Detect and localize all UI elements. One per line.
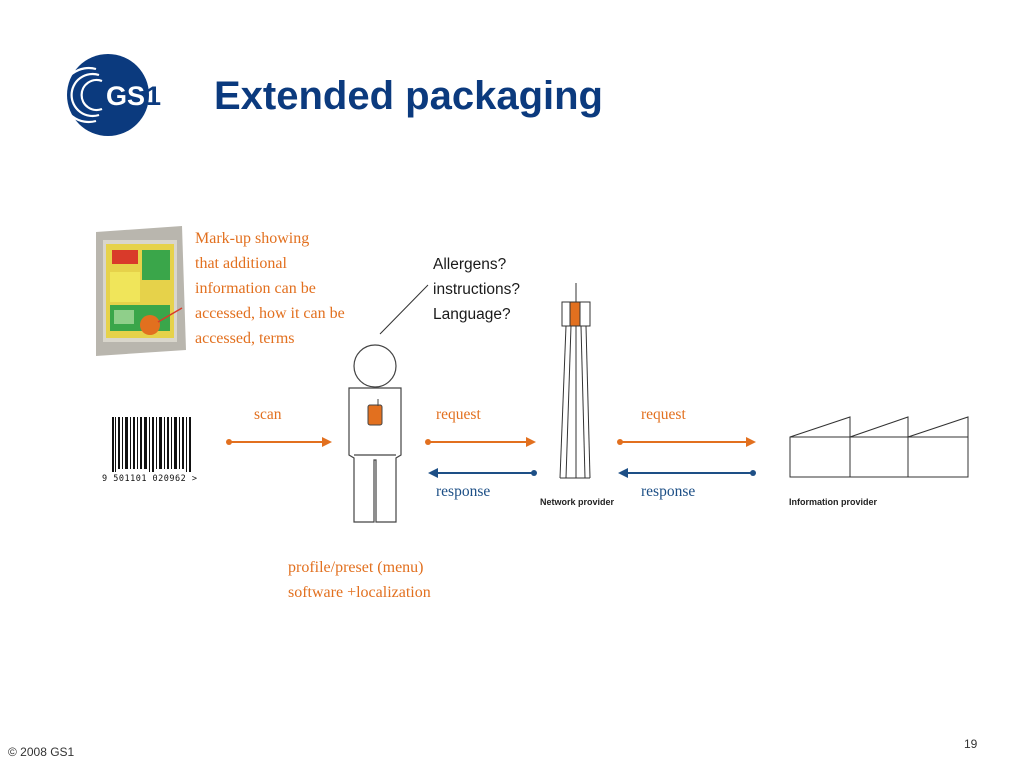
markup-note-line: information can be: [195, 280, 316, 297]
gs1-logo-text: GS: [106, 81, 145, 111]
request-label-2: request: [641, 406, 686, 423]
profile-note-line: profile/preset (menu): [288, 559, 424, 576]
question-allergens: Allergens?: [433, 256, 507, 273]
markup-note-line: Mark-up showing: [195, 230, 310, 247]
response-arrow-2: [618, 468, 756, 478]
markup-note-line: that additional: [195, 255, 287, 272]
request-arrow-2: [617, 437, 756, 447]
response-label-1: response: [436, 483, 491, 500]
page-number: 19: [964, 737, 978, 751]
scan-label: scan: [254, 406, 282, 423]
speech-line: [379, 284, 429, 335]
question-instructions: instructions?: [433, 281, 521, 298]
markup-note-line: accessed, how it can be: [195, 305, 345, 322]
markup-note-line: accessed, terms: [195, 330, 295, 347]
request-arrow-1: [425, 437, 536, 447]
barcode-digits: 9 501101 020962 >: [102, 474, 198, 484]
question-language: Language?: [433, 306, 511, 323]
factory-icon: [789, 416, 969, 478]
svg-text:1: 1: [146, 81, 161, 111]
slide-title: Extended packaging: [214, 74, 603, 118]
network-tower-icon: [559, 283, 591, 479]
profile-note-line: software +localization: [288, 584, 431, 601]
information-provider-label: Information provider: [789, 497, 878, 507]
person-figure: [348, 344, 402, 523]
markup-note: Mark-up showing that additional informat…: [195, 226, 395, 351]
network-provider-label: Network provider: [540, 497, 615, 507]
scan-arrow: [226, 437, 332, 447]
package-image: [96, 226, 186, 356]
gs1-logo: GS 1: [66, 54, 161, 136]
phone-icon: [367, 399, 383, 426]
profile-note: profile/preset (menu) software +localiza…: [288, 555, 548, 605]
request-label-1: request: [436, 406, 481, 423]
response-label-2: response: [641, 483, 696, 500]
copyright: © 2008 GS1: [8, 745, 75, 759]
response-arrow-1: [428, 468, 537, 478]
barcode-icon: [112, 417, 191, 472]
questions-bubble: Allergens? instructions? Language?: [433, 252, 520, 327]
